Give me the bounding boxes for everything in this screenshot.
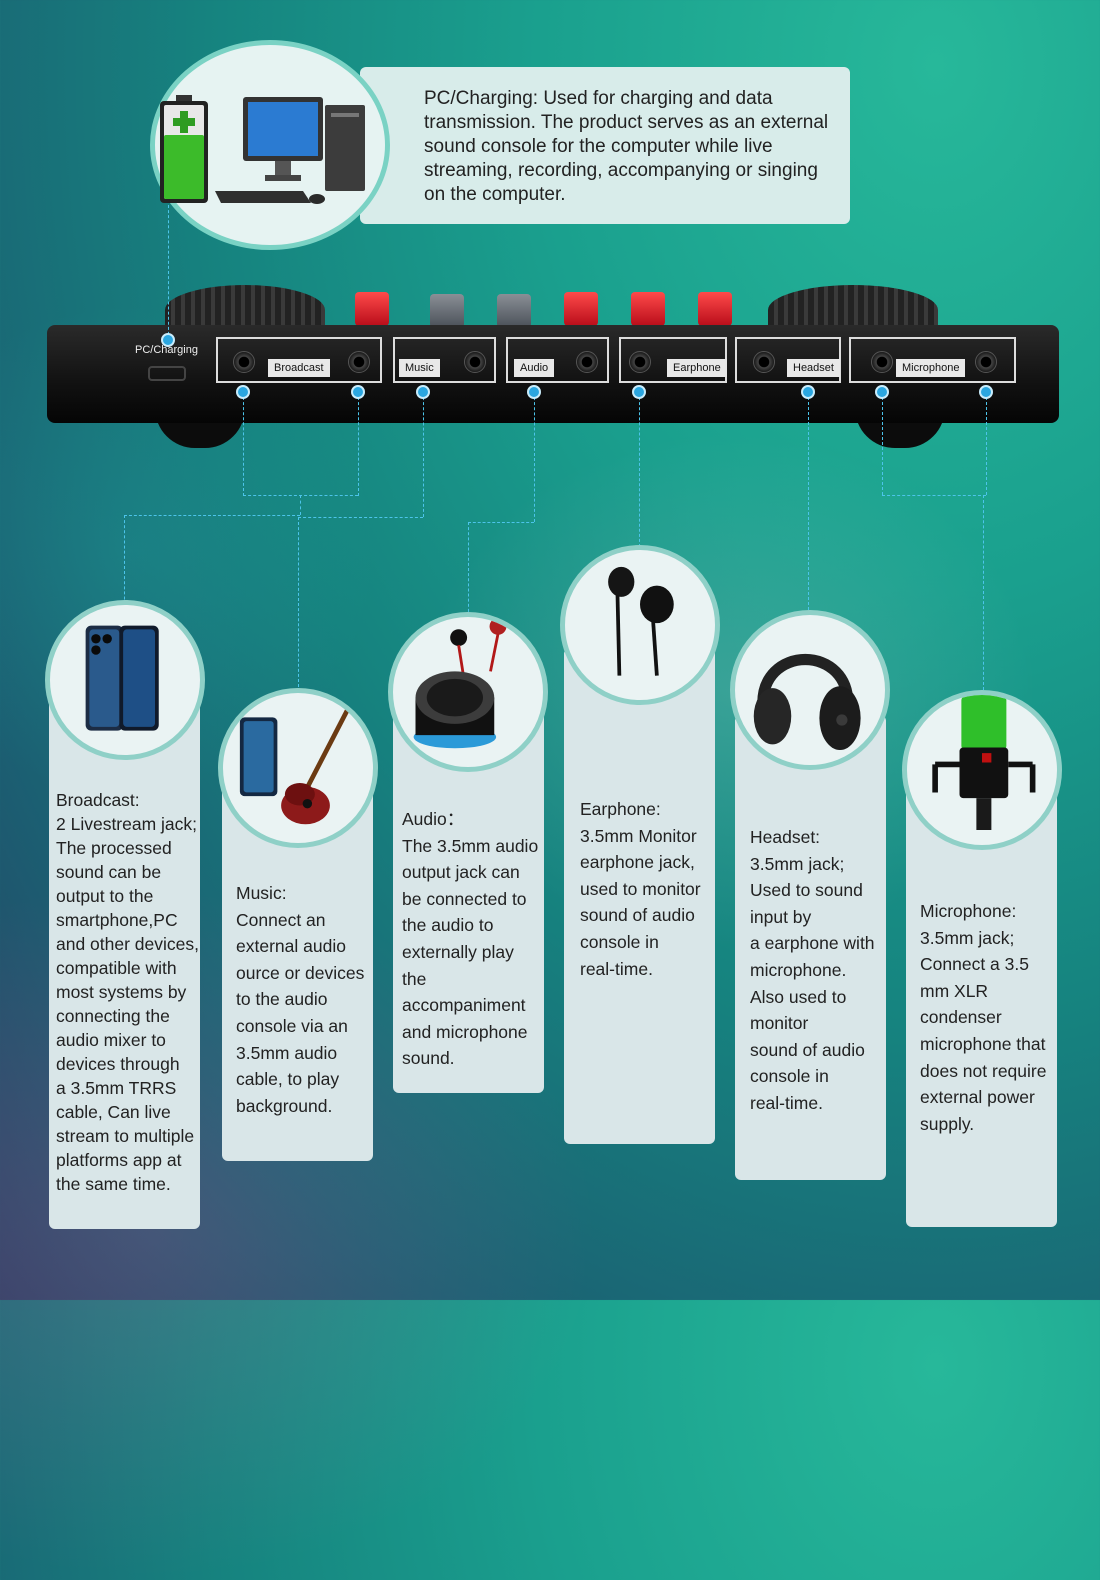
connector-line (983, 495, 984, 690)
broadcast-card (49, 700, 200, 1229)
connector-line (468, 522, 469, 617)
pc-charging-port-label: PC/Charging (135, 344, 198, 356)
usb-port[interactable] (148, 366, 186, 381)
mixer-button-6[interactable] (698, 292, 732, 326)
connector-dot (632, 385, 646, 399)
broadcast-description: Broadcast: 2 Livestream jack; The proces… (56, 790, 200, 1194)
microphone-port-label: Microphone (896, 359, 966, 377)
connector-line (808, 392, 809, 610)
microphone-jack-1[interactable] (871, 351, 893, 373)
music-description: Music: Connect an external audio ource o… (236, 883, 365, 1116)
headset-image-circle (730, 610, 890, 770)
mixer-button-5[interactable] (631, 292, 665, 326)
earphone-image-circle (560, 545, 720, 705)
connector-dot (979, 385, 993, 399)
connector-line (423, 392, 424, 517)
microphone-icon (932, 695, 1036, 830)
broadcast-jack-1[interactable] (233, 351, 255, 373)
broadcast-port-group: Broadcast (216, 337, 382, 383)
microphone-jack-2[interactable] (975, 351, 997, 373)
connector-dot (351, 385, 365, 399)
computer-icon (215, 97, 365, 204)
connector-dot (416, 385, 430, 399)
smartphone-icon (85, 625, 159, 731)
earbuds-icon (608, 566, 674, 676)
connector-dot (527, 385, 541, 399)
pc-charging-description: PC/Charging: Used for charging and data … (424, 88, 829, 205)
headset-port-label: Headset (787, 359, 840, 377)
broadcast-image-circle (45, 600, 205, 760)
audio-port-label: Audio (514, 359, 555, 377)
microphone-description: Microphone: 3.5mm jack; Connect a 3.5 mm… (920, 901, 1047, 1134)
pc-charging-description-box (360, 67, 850, 224)
connector-line (358, 392, 359, 496)
audio-description: Audio： The 3.5mm audio output jack can b… (402, 809, 539, 1069)
headset-port-group: Headset (735, 337, 841, 383)
connector-line (298, 517, 299, 687)
connector-dot (236, 385, 250, 399)
speaker-icon (413, 617, 507, 749)
audio-jack[interactable] (576, 351, 598, 373)
connector-line (882, 495, 986, 496)
mixer-button-1[interactable] (355, 292, 389, 326)
connector-line (168, 205, 169, 340)
connector-line (986, 392, 987, 495)
connector-dot (161, 333, 175, 347)
broadcast-port-label: Broadcast (268, 359, 330, 377)
connector-dot (801, 385, 815, 399)
mixer-button-2[interactable] (430, 294, 464, 328)
broadcast-jack-2[interactable] (348, 351, 370, 373)
microphone-image-circle (902, 690, 1062, 850)
guitar-icon (239, 695, 357, 825)
music-port-label: Music (399, 359, 440, 377)
connector-line (882, 392, 883, 495)
headset-description: Headset: 3.5mm jack; Used to sound input… (750, 827, 875, 1113)
mixer-button-3[interactable] (497, 294, 531, 328)
headset-jack[interactable] (753, 351, 775, 373)
earphone-card (564, 648, 715, 1144)
mixer-button-4[interactable] (564, 292, 598, 326)
earphone-description: Earphone: 3.5mm Monitor earphone jack, u… (580, 799, 701, 979)
connector-line (534, 392, 535, 522)
music-image-circle (218, 688, 378, 848)
connector-line (639, 392, 640, 547)
connector-line (124, 515, 300, 516)
connector-line (300, 495, 301, 515)
microphone-port-group: Microphone (849, 337, 1016, 383)
connector-line (124, 515, 125, 625)
battery-icon (160, 95, 208, 203)
music-jack[interactable] (464, 351, 486, 373)
earphone-port-group: Earphone (619, 337, 727, 383)
music-port-group: Music (393, 337, 496, 383)
earphone-jack[interactable] (629, 351, 651, 373)
audio-port-group: Audio (506, 337, 609, 383)
audio-image-circle (388, 612, 548, 772)
headphones-icon (753, 653, 861, 750)
connector-line (298, 517, 423, 518)
connector-line (468, 522, 534, 523)
connector-line (243, 392, 244, 496)
headset-card (735, 715, 886, 1180)
connector-dot (875, 385, 889, 399)
earphone-port-label: Earphone (667, 359, 727, 377)
